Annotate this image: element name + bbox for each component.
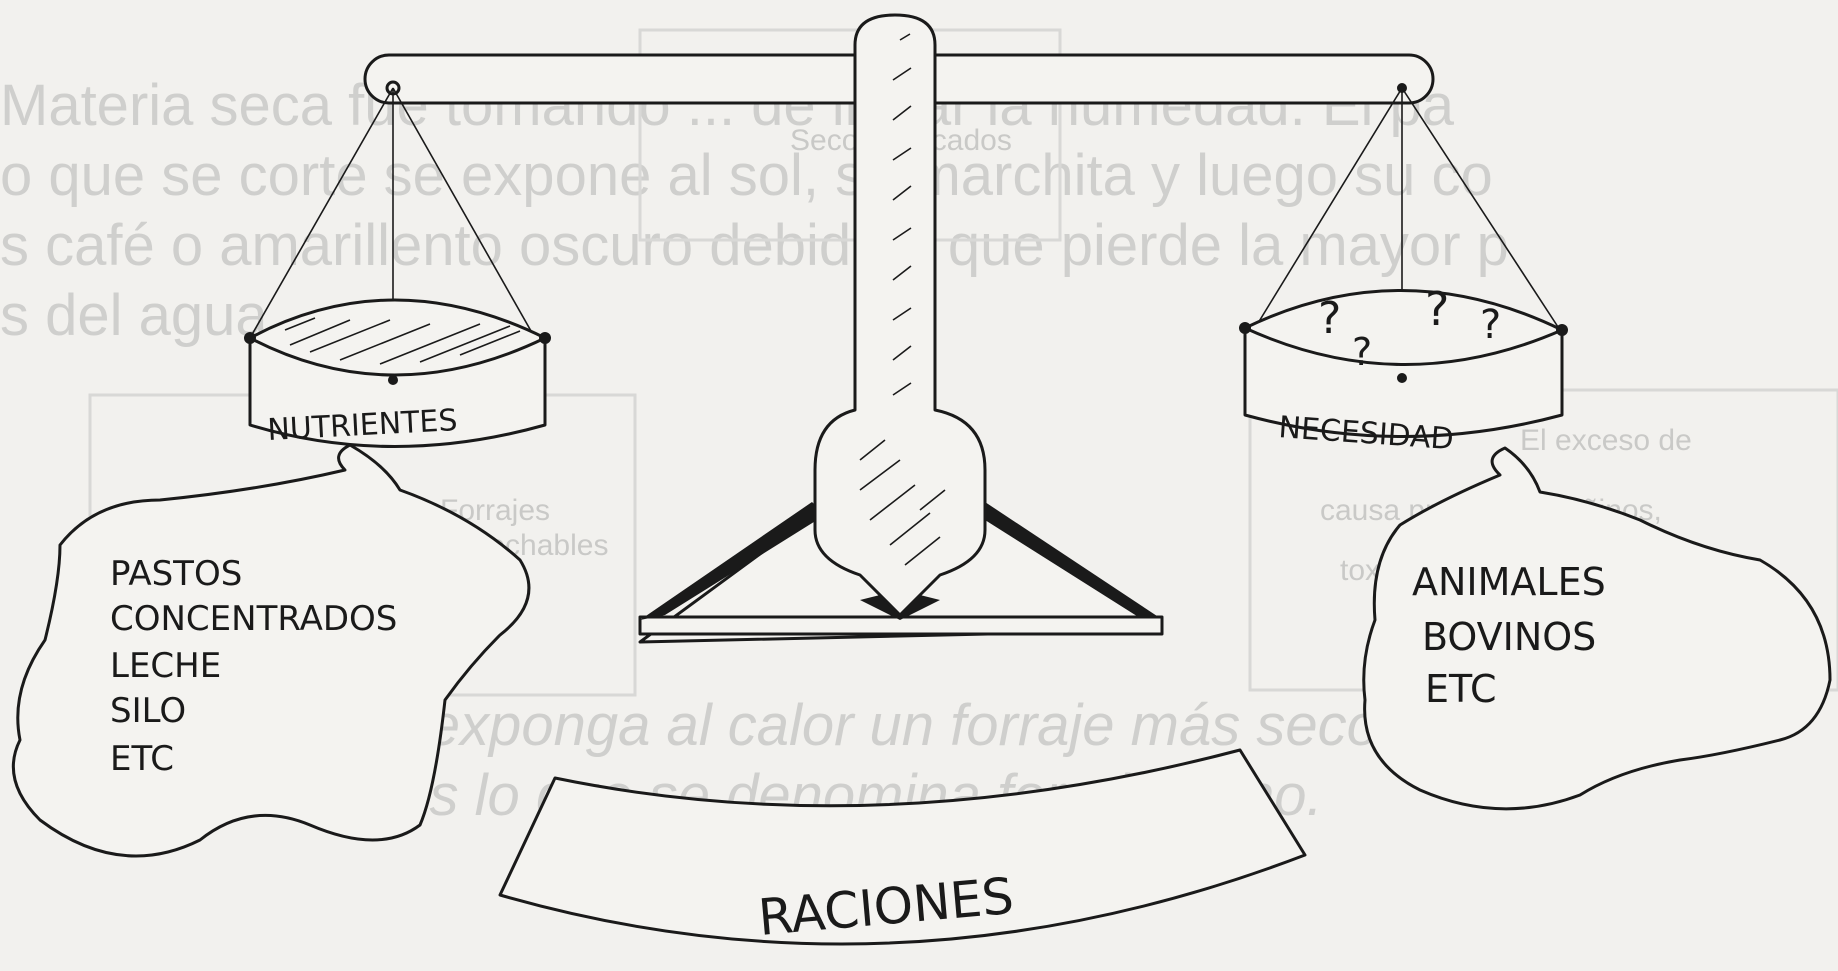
- left-bag-item-3: LECHE: [110, 646, 221, 686]
- bg-line-3: s café o amarillento oscuro debido a que…: [0, 213, 1509, 278]
- left-pan: NUTRIENTES: [244, 298, 551, 448]
- question-mark-4: ?: [1480, 302, 1501, 348]
- bg-line-2: o que se corte se expone al sol, se marc…: [0, 143, 1493, 208]
- left-bag: PASTOS CONCENTRADOS LECHE SILO ETC: [11, 443, 531, 858]
- question-mark-2: ?: [1352, 330, 1372, 374]
- stand-column: [813, 13, 987, 617]
- left-bag-item-1: PASTOS: [110, 554, 242, 594]
- bg-box-center: [638, 28, 1062, 242]
- right-pan: ? ? ? ? NECESIDAD: [1239, 282, 1568, 457]
- question-mark-1: ?: [1318, 293, 1341, 344]
- rations-banner: RACIONES: [498, 748, 1307, 947]
- right-bag-item-3: ETC: [1425, 667, 1497, 711]
- bg-box-right-1: El exceso de: [1520, 424, 1692, 457]
- right-bag: ANIMALES BOVINOS ETC: [1362, 446, 1832, 811]
- right-bag-item-2: BOVINOS: [1422, 615, 1596, 659]
- left-bag-item-2: CONCENTRADOS: [110, 599, 397, 639]
- bg-line-4: s del agua: [0, 283, 268, 348]
- question-mark-3: ?: [1425, 282, 1449, 336]
- left-bag-item-5: ETC: [110, 739, 174, 779]
- left-bag-item-4: SILO: [110, 691, 186, 731]
- right-bag-item-1: ANIMALES: [1412, 560, 1606, 604]
